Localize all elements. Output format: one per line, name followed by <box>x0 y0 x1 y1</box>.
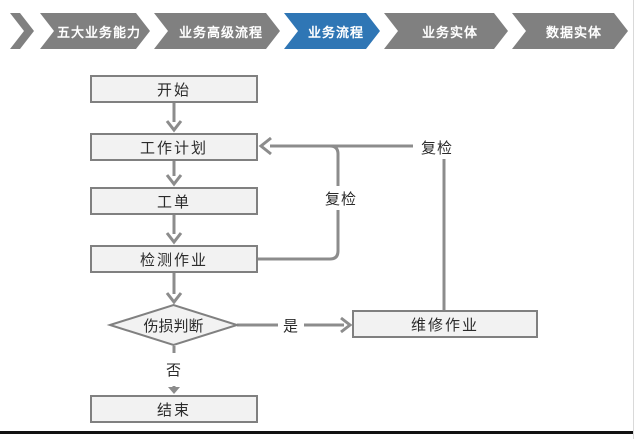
banner-item-label: 业务实体 <box>421 24 478 40</box>
edge-label-no: 否 <box>160 353 188 386</box>
banner-item-business-process-active[interactable]: 业务流程 <box>284 13 380 49</box>
bottom-border-rule <box>0 431 634 434</box>
arrowhead-small-down-icon <box>168 387 180 394</box>
banner-item-label: 五大业务能力 <box>56 24 141 40</box>
node-damage-judgment-label: 伤损判断 <box>110 305 237 345</box>
edge-label-recheck-outer: 复检 <box>413 135 461 159</box>
arrowhead-down-icon <box>165 232 183 245</box>
node-label: 结束 <box>156 401 191 419</box>
node-inspection-job: 检测作业 <box>90 245 258 273</box>
arrowhead-left-icon <box>258 136 272 156</box>
connector-inspect-plan-recheck <box>258 144 340 261</box>
decision-diamond <box>106 303 241 347</box>
node-label: 检测作业 <box>139 251 208 269</box>
arrowhead-down-icon <box>165 174 183 187</box>
banner-item-label: 业务高级流程 <box>178 24 263 40</box>
arrowhead-down-icon <box>165 292 183 305</box>
banner-item-label: 数据实体 <box>545 24 602 40</box>
node-start: 开始 <box>90 75 258 103</box>
edge-label-text: 否 <box>165 362 182 379</box>
banner-item-high-level-process[interactable]: 业务高级流程 <box>154 13 280 49</box>
edge-label-text: 是 <box>282 317 299 335</box>
arrowhead-right-icon <box>340 316 353 334</box>
node-label: 工作计划 <box>139 139 208 157</box>
node-repair-job: 维修作业 <box>352 310 538 338</box>
node-end: 结束 <box>90 395 258 423</box>
connector-repair-plan-recheck <box>270 144 446 310</box>
node-label: 伤损判断 <box>143 317 204 335</box>
edge-label-yes: 是 <box>278 314 304 336</box>
node-label: 工单 <box>156 193 191 211</box>
banner-item-data-entity[interactable]: 数据实体 <box>512 13 628 49</box>
edge-label-text: 复检 <box>324 190 357 208</box>
node-work-plan: 工作计划 <box>90 133 258 161</box>
node-label: 开始 <box>156 81 191 99</box>
edge-label-text: 复检 <box>420 139 453 157</box>
banner-item-business-entity[interactable]: 业务实体 <box>384 13 508 49</box>
banner-item-label: 业务流程 <box>307 24 364 40</box>
banner-item-five-capabilities[interactable]: 五大业务能力 <box>40 13 150 49</box>
edge-label-recheck-inner: 复检 <box>323 186 359 210</box>
arrowhead-down-icon <box>165 120 183 133</box>
node-label: 维修作业 <box>410 316 479 334</box>
node-work-order: 工单 <box>90 187 258 215</box>
